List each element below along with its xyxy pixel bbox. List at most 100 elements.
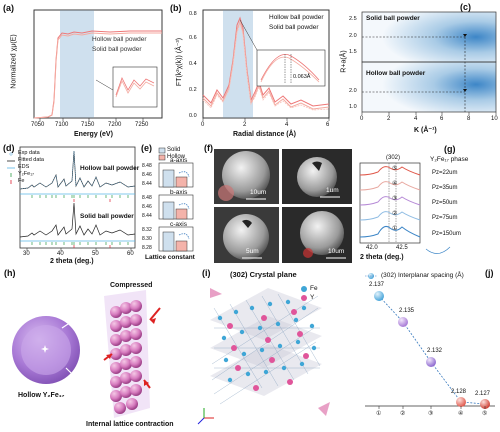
- panel-j-value-1: 2.137: [369, 282, 385, 288]
- panel-b: (b) Hollow ball powder Solid ball powder…: [167, 0, 332, 145]
- panel-a-ylabel: Normalized χμ(E): [10, 34, 18, 89]
- panel-c-xtick-2: 4: [414, 116, 418, 122]
- panel-i-label: (i): [202, 268, 211, 278]
- panel-b-ytick-1: 0.2: [189, 87, 197, 93]
- panel-i-legend-y: Y: [310, 294, 315, 301]
- panel-e: (e) Solid Hollow a-axis b-axis c-axis 8.…: [139, 143, 201, 265]
- panel-e-legend-solid: Solid: [167, 147, 181, 153]
- panel-c-ytick-top-25: 2.5: [349, 16, 357, 22]
- panel-g: (g) (302) Y₂Fe₁₇ phase ⑤ ④ ③ ② ① Pz=22um…: [356, 144, 500, 265]
- panel-j-value-3: 2.132: [427, 348, 443, 354]
- bar-b-solid: [162, 201, 175, 220]
- panel-b-xlabel: Radial distance (Å): [233, 131, 297, 138]
- panel-b-xtick-0: 0: [201, 122, 205, 128]
- panel-g-num-0: ⑤: [392, 166, 398, 172]
- bar-a-hollow: [175, 176, 188, 188]
- packed-spheres: [110, 300, 142, 414]
- panel-f-images: [214, 149, 352, 263]
- panel-f-scale-3: 10um: [328, 248, 345, 255]
- point-3: [426, 357, 436, 367]
- panel-d-legend-y2fe17: Y₂Fe₁₇: [18, 171, 34, 177]
- panel-b-annotation: 0.063Å: [293, 74, 311, 80]
- panel-a-xtick-3: 7200: [108, 122, 122, 128]
- point-1: [374, 291, 384, 301]
- panel-c-xtick-1: 2: [387, 116, 391, 122]
- panel-a: (a) Hollow ball powder Solid ball powder…: [0, 0, 165, 145]
- panel-a-xtick-0: 7050: [31, 122, 45, 128]
- panel-c-ytick-bot-10: 1.0: [349, 104, 357, 110]
- bar-c-solid: [162, 231, 175, 252]
- panel-a-xtick-4: 7250: [135, 122, 149, 128]
- panel-g-chart: [359, 162, 451, 254]
- panel-d-label: (d): [3, 143, 15, 153]
- panel-j-value-5: 2.127: [475, 391, 491, 397]
- panel-c-ytick-bot-20: 2.0: [349, 88, 357, 94]
- panel-j-xtick-1: ①: [376, 411, 382, 417]
- panel-d-xtick-3: 60: [127, 251, 134, 257]
- panel-g-peak: (302): [386, 155, 401, 161]
- panel-b-ylabel: FT(k²χ(k)) (Å⁻³): [176, 37, 183, 87]
- panel-i-title: (302) Crystal plane: [230, 270, 297, 279]
- point-5: [480, 399, 490, 409]
- panel-c-xtick-3: 6: [440, 116, 444, 122]
- panel-j-xtick-5: ⑤: [482, 411, 488, 417]
- panel-a-legend-hollow: Hollow ball powder: [92, 36, 147, 43]
- panel-c-label: (c): [460, 2, 471, 12]
- panel-a-xlabel: Energy (eV): [74, 131, 113, 138]
- panel-g-row-label-0: Pz=22um: [432, 170, 458, 176]
- point-4: [456, 397, 466, 407]
- panel-h-label: (h): [4, 268, 16, 278]
- panel-h-compressed: Compressed: [110, 282, 153, 289]
- panel-d-xtick-1: 40: [57, 251, 64, 257]
- panel-c-xtick-0: 0: [360, 116, 364, 122]
- panel-b-chart: [202, 9, 330, 121]
- panel-e-xlabel: Lattice constant: [145, 254, 195, 261]
- panel-g-xlabel: 2 theta (deg.): [360, 254, 404, 261]
- panel-b-legend-hollow: Hollow ball powder: [269, 14, 324, 21]
- panel-i-crystal: [197, 286, 330, 425]
- panel-d-top-title: Hollow ball powder: [80, 165, 140, 172]
- panel-c-ytick-top-20: 2.0: [349, 33, 357, 39]
- panel-h-illustration: [12, 290, 161, 418]
- panel-a-chart: [33, 9, 163, 121]
- panel-d-xtick-0: 30: [23, 251, 30, 257]
- point-2: [398, 317, 408, 327]
- panel-e-a-tick-1: 8.46: [142, 172, 152, 178]
- panel-a-legend-solid: Solid ball powder: [92, 46, 142, 53]
- panel-e-axis-b: b-axis: [170, 189, 188, 196]
- panel-j-chart: [365, 273, 495, 409]
- bar-c-hollow: [175, 240, 188, 252]
- panel-j-xtick-4: ④: [458, 411, 464, 417]
- panel-f-scale-2: 5um: [246, 248, 259, 255]
- panel-h-sphere: Hollow Y₂Fe₁₇: [18, 392, 65, 399]
- panel-e-chart: [158, 147, 194, 252]
- panel-b-xtick-3: 6: [326, 122, 330, 128]
- panel-j-value-4: 2.128: [451, 389, 467, 395]
- panel-j-value-2: 2.135: [399, 308, 415, 314]
- panel-d-legend-fe: Fe: [18, 178, 25, 184]
- panel-c-xtick-5: 10: [491, 116, 498, 122]
- panel-e-b-tick-1: 8.46: [142, 204, 152, 210]
- panel-d-xlabel: 2 theta (deg.): [50, 258, 94, 265]
- panel-d-chart: [7, 146, 136, 251]
- panel-c: (c) Solid ball powder Hollow ball powder…: [334, 0, 500, 145]
- panel-a-label: (a): [3, 3, 14, 13]
- panel-b-ytick-4: 0.8: [189, 11, 197, 17]
- panel-g-num-4: ①: [392, 226, 398, 232]
- panel-d-legend-exp: Exp data: [18, 150, 40, 156]
- panel-h-caption: Internal lattice contraction: [86, 421, 174, 428]
- panel-d-legend-eds: EDS: [18, 164, 30, 170]
- panel-g-row-label-1: Pz=35um: [432, 185, 458, 191]
- panel-a-xtick-2: 7150: [81, 122, 95, 128]
- panel-i: (i) (302) Crystal plane Fe Y: [190, 268, 345, 432]
- panel-e-axis-c: c-axis: [170, 221, 187, 228]
- panel-b-xtick-2: 4: [285, 122, 289, 128]
- panel-b-ytick-2: 0.4: [189, 61, 197, 67]
- panel-b-legend-solid: Solid ball powder: [269, 24, 319, 31]
- panel-e-b-tick-0: 8.48: [142, 195, 152, 201]
- panel-c-ytick-top-15: 1.5: [349, 49, 357, 55]
- panel-g-num-1: ④: [392, 181, 398, 187]
- panel-c-chart: [361, 11, 497, 115]
- panel-e-a-tick-2: 8.44: [142, 181, 152, 187]
- panel-e-legend-hollow: Hollow: [167, 154, 186, 160]
